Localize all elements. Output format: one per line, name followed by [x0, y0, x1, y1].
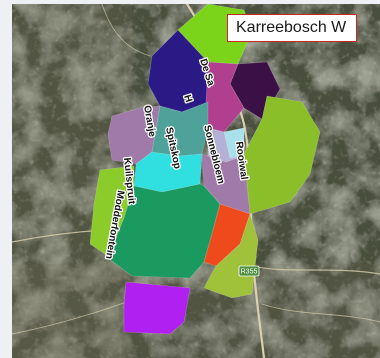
road-badge: R355 [238, 265, 260, 277]
road-east [251, 265, 380, 275]
parcel-lime-west[interactable] [89, 165, 135, 257]
parcel-olive-east[interactable] [243, 95, 321, 215]
terrain-tint-bottom [12, 264, 380, 358]
track-southeast [261, 303, 380, 323]
parcels[interactable] [89, 4, 321, 335]
label-kuilspruit: Kuilspruit [121, 157, 137, 205]
road-badge-box [238, 265, 260, 277]
map-canvas[interactable]: R355 De Sa H Oranje Spitskop Sonnebloem … [12, 4, 380, 358]
parcel-olive-south[interactable] [203, 213, 259, 299]
parcel-violet[interactable] [123, 281, 191, 335]
track-north [101, 4, 151, 57]
map-title: Karreebosch W [227, 14, 358, 42]
road-badge-text: R355 [241, 269, 258, 276]
map-viewport[interactable]: R355 De Sa H Oranje Spitskop Sonnebloem … [12, 4, 380, 358]
